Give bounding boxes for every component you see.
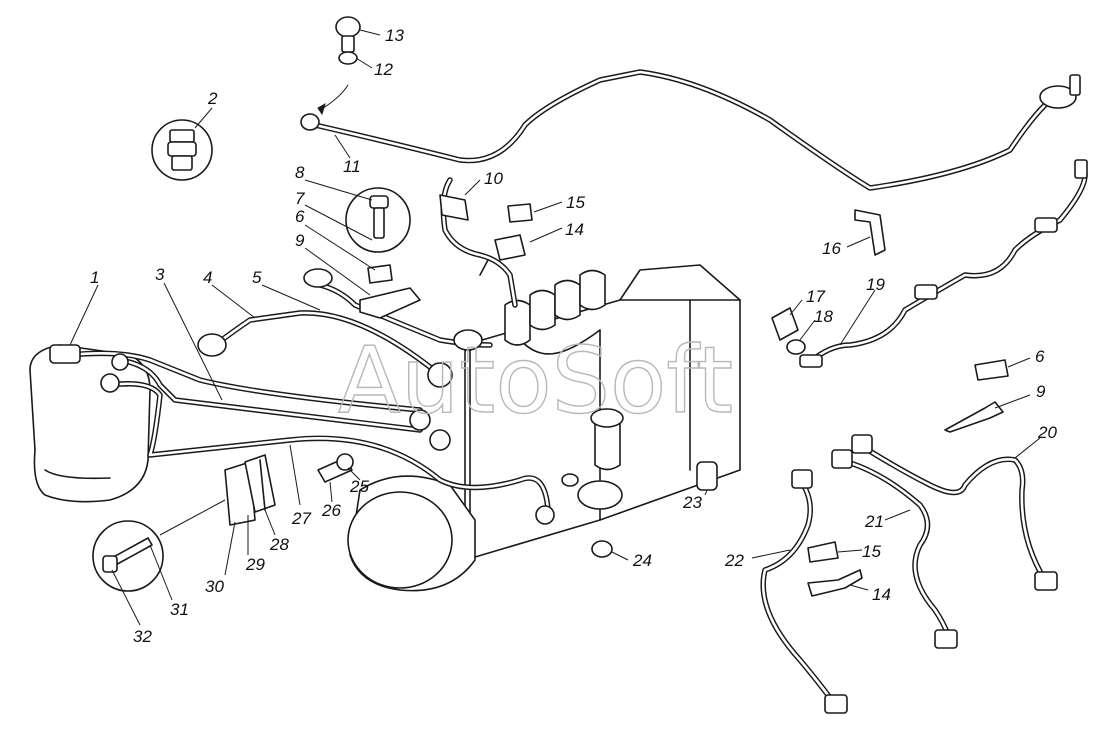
callout-32: 32: [133, 627, 152, 646]
callout-12: 12: [374, 60, 393, 79]
leader-lines: [69, 29, 1041, 626]
callout-29: 29: [245, 555, 265, 574]
plunger-caps: [504, 269, 606, 346]
callout-28: 28: [269, 535, 289, 554]
callout-5: 5: [252, 268, 262, 287]
callout-9-right: 9: [1036, 382, 1046, 401]
callout-14: 14: [565, 220, 584, 239]
callout-19: 19: [866, 275, 885, 294]
callout-31: 31: [170, 600, 189, 619]
callout-22: 22: [724, 551, 744, 570]
callout-6: 6: [295, 207, 305, 226]
callout-13: 13: [385, 26, 404, 45]
callout-16: 16: [822, 239, 841, 258]
callout-21: 21: [864, 512, 884, 531]
fuel-tubes: [67, 69, 1088, 708]
callout-10: 10: [484, 169, 503, 188]
callout-26: 26: [321, 501, 341, 520]
callout-11: 11: [343, 157, 361, 176]
watermark: AutoSoft: [338, 327, 733, 434]
fuel-filter: [29, 344, 151, 503]
callout-15-lower: 15: [862, 542, 881, 561]
callout-30: 30: [205, 577, 224, 596]
callout-25: 25: [349, 477, 369, 496]
callout-labels: 1 2 3 4 5 6 6 7 8 9 9 10 11 12 13 14 14 …: [90, 26, 1057, 646]
pump-knob: [561, 408, 624, 510]
callout-6-right: 6: [1035, 347, 1045, 366]
callout-18: 18: [814, 307, 833, 326]
callout-23: 23: [682, 493, 702, 512]
callout-24: 24: [632, 551, 652, 570]
callout-2: 2: [207, 89, 218, 108]
callout-14-lower: 14: [872, 585, 891, 604]
callout-15: 15: [566, 193, 585, 212]
callout-3: 3: [155, 265, 165, 284]
callout-8: 8: [295, 163, 305, 182]
callout-9: 9: [295, 231, 305, 250]
callout-17: 17: [806, 287, 825, 306]
callout-27: 27: [291, 509, 311, 528]
callout-7: 7: [295, 189, 305, 208]
drive-housing: [347, 475, 476, 592]
callout-20: 20: [1037, 423, 1057, 442]
callout-4: 4: [203, 268, 212, 287]
callout-1: 1: [90, 268, 99, 287]
